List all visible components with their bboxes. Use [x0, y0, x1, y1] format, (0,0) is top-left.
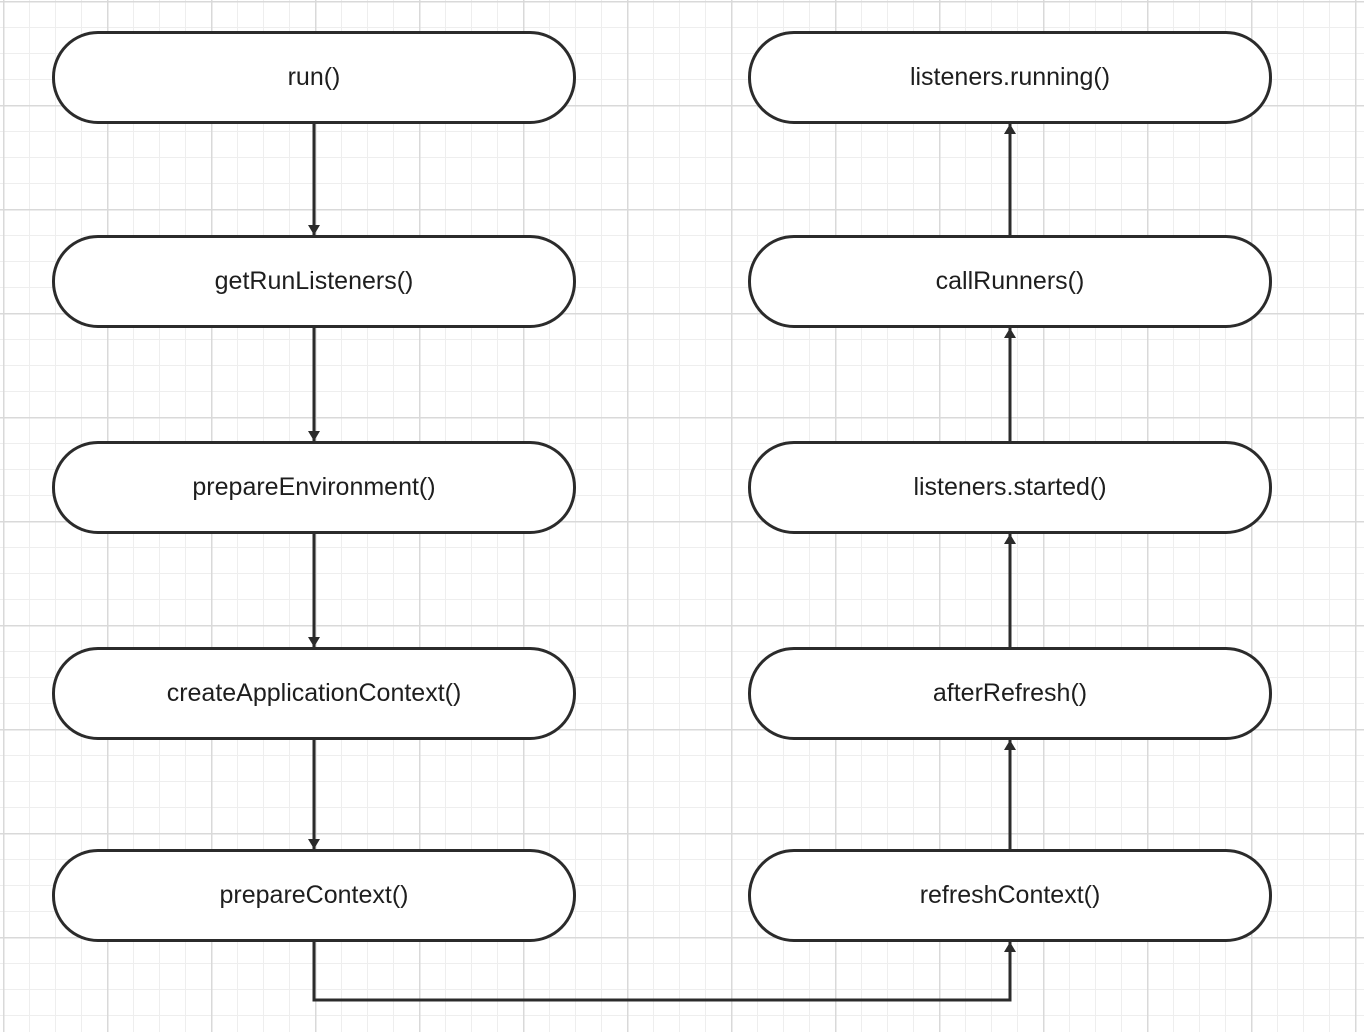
node-prepare-environment: prepareEnvironment(): [52, 441, 576, 534]
node-label: listeners.started(): [913, 473, 1107, 501]
node-get-run-listeners: getRunListeners(): [52, 235, 576, 328]
node-listeners-started: listeners.started(): [748, 441, 1272, 534]
node-label: listeners.running(): [909, 63, 1111, 91]
node-label: callRunners(): [935, 267, 1085, 295]
node-after-refresh: afterRefresh(): [748, 647, 1272, 740]
node-refresh-context: refreshContext(): [748, 849, 1272, 942]
node-label: refreshContext(): [919, 881, 1101, 909]
node-label: run(): [287, 63, 341, 91]
node-call-runners: callRunners(): [748, 235, 1272, 328]
node-listeners-running: listeners.running(): [748, 31, 1272, 124]
node-run: run(): [52, 31, 576, 124]
node-label: prepareEnvironment(): [192, 473, 436, 501]
node-label: afterRefresh(): [932, 679, 1088, 707]
node-create-application-context: createApplicationContext(): [52, 647, 576, 740]
node-label: prepareContext(): [219, 881, 409, 909]
node-label: getRunListeners(): [214, 267, 414, 295]
node-label: createApplicationContext(): [166, 679, 462, 707]
node-prepare-context: prepareContext(): [52, 849, 576, 942]
edge-prepareContext-to-refreshContext: [312, 942, 1016, 1002]
